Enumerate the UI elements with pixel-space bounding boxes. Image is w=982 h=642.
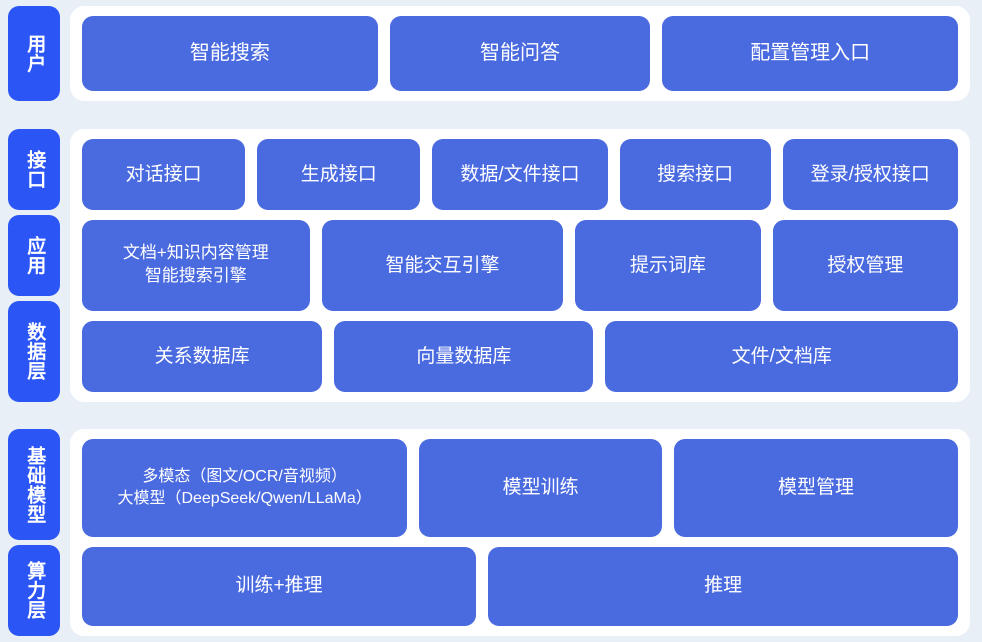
rail-label-foundation-model[interactable]: 基础模型 — [8, 429, 60, 540]
box-prompt-library[interactable]: 提示词库 — [575, 219, 761, 311]
band-gap-2 — [0, 407, 982, 424]
section-user: 用户 智能搜索 智能问答 配置管理入口 — [0, 0, 982, 107]
row-user-entries: 智能搜索 智能问答 配置管理入口 — [82, 16, 959, 92]
box-doc-knowledge-management[interactable]: 文档+知识内容管理 智能搜索引擎 — [82, 219, 310, 311]
box-intelligent-search[interactable]: 智能搜索 — [82, 16, 378, 92]
box-intelligent-interaction-engine[interactable]: 智能交互引擎 — [321, 219, 564, 311]
box-authorization-management[interactable]: 授权管理 — [772, 219, 959, 311]
box-dialog-interface[interactable]: 对话接口 — [82, 138, 246, 210]
box-multimodal-large-model[interactable]: 多模态（图文/OCR/音视频） 大模型（DeepSeek/Qwen/LLaMa） — [82, 439, 408, 537]
box-model-management[interactable]: 模型管理 — [674, 439, 958, 537]
section-platform: 接口 应用 数据层 对话接口 生成接口 数据/文件接口 搜索接口 登录/授权接口… — [0, 123, 982, 408]
label-rail-model: 基础模型 算力层 — [8, 423, 60, 642]
row-applications: 文档+知识内容管理 智能搜索引擎 智能交互引擎 提示词库 授权管理 — [82, 219, 959, 311]
panel-model: 多模态（图文/OCR/音视频） 大模型（DeepSeek/Qwen/LLaMa）… — [70, 429, 970, 636]
box-intelligent-qa[interactable]: 智能问答 — [389, 16, 651, 92]
rail-label-application[interactable]: 应用 — [8, 215, 60, 297]
box-inference[interactable]: 推理 — [488, 546, 958, 626]
box-login-auth-interface[interactable]: 登录/授权接口 — [782, 138, 958, 210]
rail-label-user[interactable]: 用户 — [8, 6, 60, 102]
panel-user: 智能搜索 智能问答 配置管理入口 — [70, 6, 970, 102]
label-rail-platform: 接口 应用 数据层 — [8, 123, 60, 408]
box-vector-database[interactable]: 向量数据库 — [334, 320, 594, 392]
row-models: 多模态（图文/OCR/音视频） 大模型（DeepSeek/Qwen/LLaMa）… — [82, 439, 958, 537]
rail-label-data-layer[interactable]: 数据层 — [8, 301, 60, 402]
box-data-file-interface[interactable]: 数据/文件接口 — [432, 138, 608, 210]
rail-label-interface[interactable]: 接口 — [8, 128, 60, 211]
row-data-stores: 关系数据库 向量数据库 文件/文档库 — [82, 320, 958, 392]
row-interfaces: 对话接口 生成接口 数据/文件接口 搜索接口 登录/授权接口 — [82, 138, 958, 210]
box-config-management-entry[interactable]: 配置管理入口 — [662, 16, 959, 92]
box-relational-database[interactable]: 关系数据库 — [82, 320, 323, 392]
panel-platform: 对话接口 生成接口 数据/文件接口 搜索接口 登录/授权接口 文档+知识内容管理… — [70, 128, 970, 402]
box-generation-interface[interactable]: 生成接口 — [257, 138, 421, 210]
row-compute: 训练+推理 推理 — [82, 546, 958, 626]
box-search-interface[interactable]: 搜索接口 — [619, 138, 771, 210]
band-gap-1 — [0, 107, 982, 123]
section-model: 基础模型 算力层 多模态（图文/OCR/音视频） 大模型（DeepSeek/Qw… — [0, 423, 982, 642]
label-rail-user: 用户 — [8, 0, 60, 107]
rail-label-compute-layer[interactable]: 算力层 — [8, 544, 60, 637]
box-file-document-store[interactable]: 文件/文档库 — [605, 320, 958, 392]
box-model-training[interactable]: 模型训练 — [419, 439, 662, 537]
box-training-plus-inference[interactable]: 训练+推理 — [82, 546, 477, 626]
